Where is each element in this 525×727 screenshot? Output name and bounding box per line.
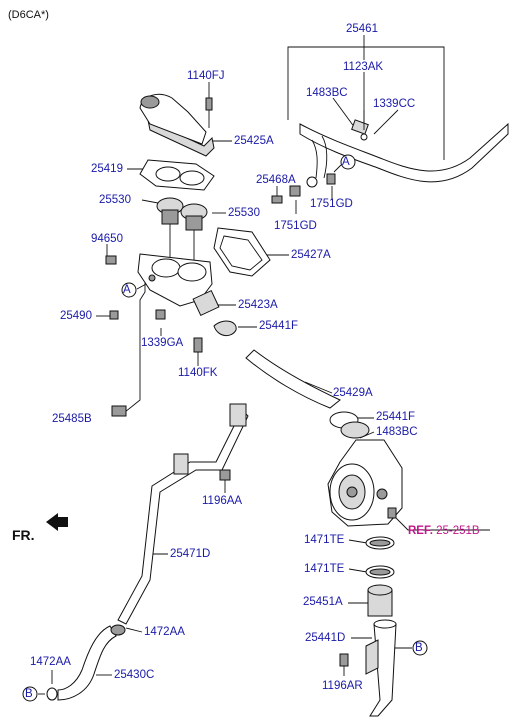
part-label-25419[interactable]: 25419	[91, 163, 123, 175]
part-label-25425a[interactable]: 25425A	[234, 135, 274, 147]
part-label-1471te-2[interactable]: 1471TE	[304, 563, 345, 575]
water-pump	[327, 411, 403, 527]
part-label-1751gd-right[interactable]: 1751GD	[310, 198, 353, 210]
part-label-1140fj[interactable]: 1140FJ	[187, 70, 225, 82]
part-label-1471te-1[interactable]: 1471TE	[304, 534, 345, 546]
part-label-25430c[interactable]: 25430C	[114, 669, 155, 681]
part-label-25451a[interactable]: 25451A	[303, 596, 343, 608]
part-label-1140fk[interactable]: 1140FK	[178, 367, 218, 379]
part-label-25530-right[interactable]: 25530	[228, 207, 260, 219]
part-label-1196ar[interactable]: 1196AR	[322, 680, 363, 692]
callout-b-right: B	[415, 642, 423, 654]
callout-circles	[22, 154, 428, 702]
part-label-1472aa-right[interactable]: 1472AA	[144, 626, 185, 638]
callout-a-top: A	[342, 156, 350, 168]
part-label-25530-left[interactable]: 25530	[99, 194, 131, 206]
part-label-25490[interactable]: 25490	[60, 310, 92, 322]
housing-gasket	[213, 227, 271, 277]
callout-a-left: A	[123, 284, 131, 296]
coolant-pipe-25461	[299, 110, 509, 183]
part-label-25441f-mid[interactable]: 25441F	[376, 411, 416, 423]
part-label-25468a[interactable]: 25468A	[256, 174, 296, 186]
engine-code: (D6CA*)	[8, 9, 49, 21]
part-label-94650[interactable]: 94650	[91, 233, 123, 245]
part-label-1751gd-left[interactable]: 1751GD	[274, 220, 317, 232]
thermostat-housing	[105, 253, 237, 417]
hose-25430c	[46, 624, 126, 701]
part-label-1123ak[interactable]: 1123AK	[343, 61, 384, 73]
part-label-1483bc-top[interactable]: 1483BC	[306, 87, 348, 99]
part-label-25471d[interactable]: 25471D	[170, 548, 211, 560]
hose-25429a	[245, 349, 341, 409]
part-label-25485b[interactable]: 25485B	[52, 413, 92, 425]
part-label-1339ga[interactable]: 1339GA	[141, 337, 184, 349]
gasket	[139, 159, 215, 191]
thermostat-cover	[139, 93, 215, 157]
pipe-25471d	[117, 403, 249, 625]
part-label-25427a[interactable]: 25427A	[291, 249, 331, 261]
reference-prefix: REF.	[408, 525, 433, 537]
part-label-25429a[interactable]: 25429A	[333, 387, 373, 399]
front-arrow-icon	[46, 513, 68, 531]
part-label-25423a[interactable]: 25423A	[238, 299, 278, 311]
part-label-1196aa[interactable]: 1196AA	[202, 495, 243, 507]
part-label-25441d[interactable]: 25441D	[305, 632, 346, 644]
part-label-1472aa-left[interactable]: 1472AA	[30, 656, 71, 668]
lower-hoses	[339, 536, 397, 717]
part-label-25461[interactable]: 25461	[346, 23, 378, 35]
callout-b-left: B	[25, 688, 33, 700]
front-label: FR.	[12, 527, 35, 543]
reference-link[interactable]: REF. 25-251B	[408, 525, 480, 538]
reference-code: 25-251B	[436, 525, 480, 537]
part-label-25441f-top[interactable]: 25441F	[259, 320, 299, 332]
fittings	[271, 173, 336, 204]
thermostats	[156, 197, 208, 266]
part-label-1483bc-mid[interactable]: 1483BC	[376, 426, 418, 438]
part-label-1339cc[interactable]: 1339CC	[373, 98, 416, 110]
